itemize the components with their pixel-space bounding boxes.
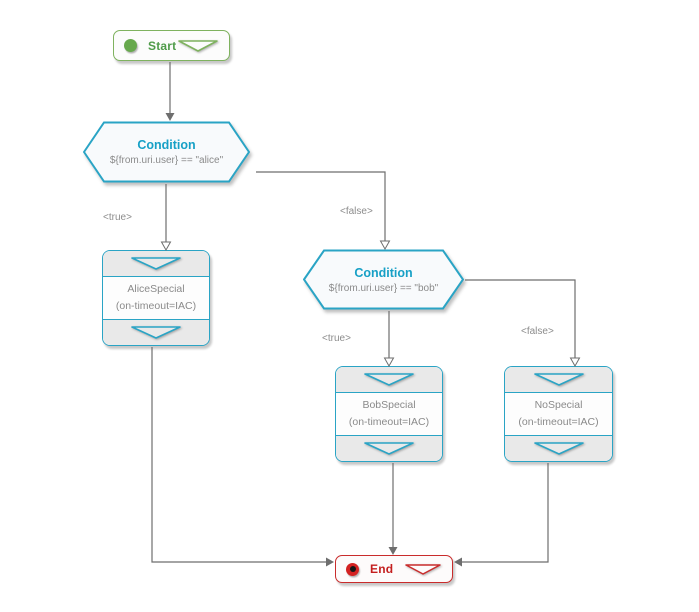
end-chevron-down-icon (405, 563, 441, 575)
alice-special-detail: (on-timeout=IAC) (115, 300, 197, 312)
no-special-top-strip (505, 367, 612, 393)
start-circle-icon (124, 39, 137, 52)
edge-label-bob-true: <true> (322, 333, 351, 344)
arrowhead-solid-down (388, 547, 398, 555)
chevron-down-icon (364, 442, 414, 455)
no-special-body: NoSpecial (on-timeout=IAC) (505, 393, 612, 435)
no-special-node[interactable]: NoSpecial (on-timeout=IAC) (504, 366, 613, 462)
alice-special-body: AliceSpecial (on-timeout=IAC) (103, 277, 209, 319)
arrowhead-solid-left (454, 557, 462, 567)
arrowhead-hollow-down (379, 240, 391, 251)
chevron-down-icon (364, 373, 414, 386)
chevron-down-icon (533, 373, 584, 386)
condition-bob-title: Condition (354, 265, 413, 280)
edge-condition-bob-false (465, 279, 576, 358)
chevron-down-icon (533, 442, 584, 455)
condition-alice-content: Condition ${from.uri.user} == "alice" (83, 121, 250, 183)
condition-bob-node[interactable]: Condition ${from.uri.user} == "bob" (303, 249, 464, 310)
no-special-bottom-strip (505, 435, 612, 461)
start-node-label: Start (148, 38, 177, 53)
arrowhead-hollow-down (160, 241, 172, 252)
hexagon-shape (303, 249, 464, 310)
condition-alice-node[interactable]: Condition ${from.uri.user} == "alice" (83, 121, 250, 183)
bob-special-detail: (on-timeout=IAC) (348, 416, 430, 428)
bob-special-node[interactable]: BobSpecial (on-timeout=IAC) (335, 366, 443, 462)
arrowhead-hollow-down (569, 357, 581, 368)
no-special-name: NoSpecial (534, 398, 583, 411)
alice-special-node[interactable]: AliceSpecial (on-timeout=IAC) (102, 250, 210, 346)
bob-special-body: BobSpecial (on-timeout=IAC) (336, 393, 442, 435)
chevron-down-icon (131, 257, 181, 270)
edge-alice-to-end (151, 347, 326, 563)
edge-nospecial-to-end (462, 463, 549, 563)
condition-alice-title: Condition (137, 138, 196, 152)
arrowhead-hollow-down (383, 357, 395, 368)
arrowhead-solid-right (326, 557, 334, 567)
chevron-down-icon (131, 326, 181, 339)
edge-label-bob-false: <false> (521, 326, 554, 337)
edge-label-alice-true: <true> (103, 212, 132, 223)
arrowhead-solid-down (165, 113, 175, 121)
end-circle-center (349, 566, 356, 572)
start-node[interactable]: Start (113, 30, 230, 61)
bob-special-top-strip (336, 367, 442, 393)
edge-label-alice-false: <false> (340, 206, 373, 217)
start-chevron-down-icon (178, 39, 218, 52)
alice-special-top-strip (103, 251, 209, 277)
condition-alice-expression: ${from.uri.user} == "alice" (109, 155, 224, 166)
bob-special-name: BobSpecial (362, 398, 416, 411)
no-special-detail: (on-timeout=IAC) (518, 416, 599, 428)
hexagon-shape (83, 121, 250, 183)
bob-special-bottom-strip (336, 435, 442, 461)
alice-special-name: AliceSpecial (127, 282, 185, 295)
end-circle-icon (346, 562, 359, 576)
end-node-label: End (370, 562, 394, 576)
end-node[interactable]: End (335, 555, 453, 583)
condition-bob-expression: ${from.uri.user} == "bob" (328, 282, 439, 294)
condition-bob-content: Condition ${from.uri.user} == "bob" (303, 249, 464, 310)
alice-special-bottom-strip (103, 319, 209, 345)
